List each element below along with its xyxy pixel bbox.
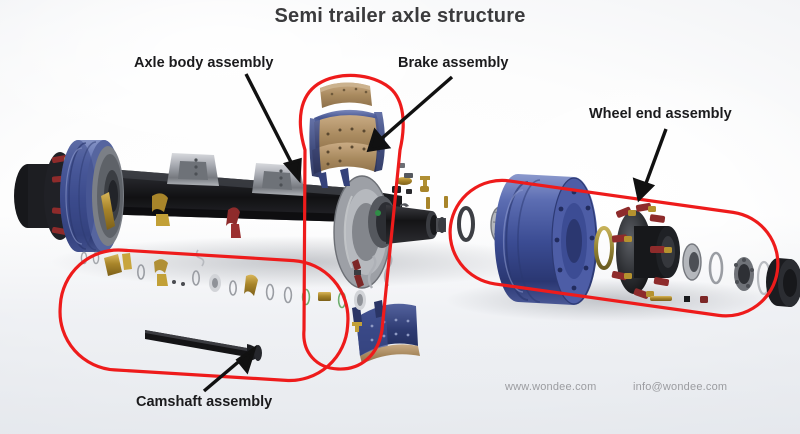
callout-label-brake-assembly: Brake assembly: [398, 55, 509, 71]
callout-label-camshaft-assembly: Camshaft assembly: [136, 394, 273, 410]
spindle-hardware-parts: [392, 173, 430, 209]
page-title: Semi trailer axle structure: [274, 5, 526, 27]
background-highlight-right: [440, 60, 800, 320]
callout-label-wheel-end-assembly: Wheel end assembly: [589, 106, 732, 122]
footer-email: info@wondee.com: [633, 381, 728, 393]
footer-website: www.wondee.com: [505, 381, 597, 393]
callout-label-axle-body-assembly: Axle body assembly: [134, 55, 274, 71]
axle-beam-part: [96, 168, 402, 222]
